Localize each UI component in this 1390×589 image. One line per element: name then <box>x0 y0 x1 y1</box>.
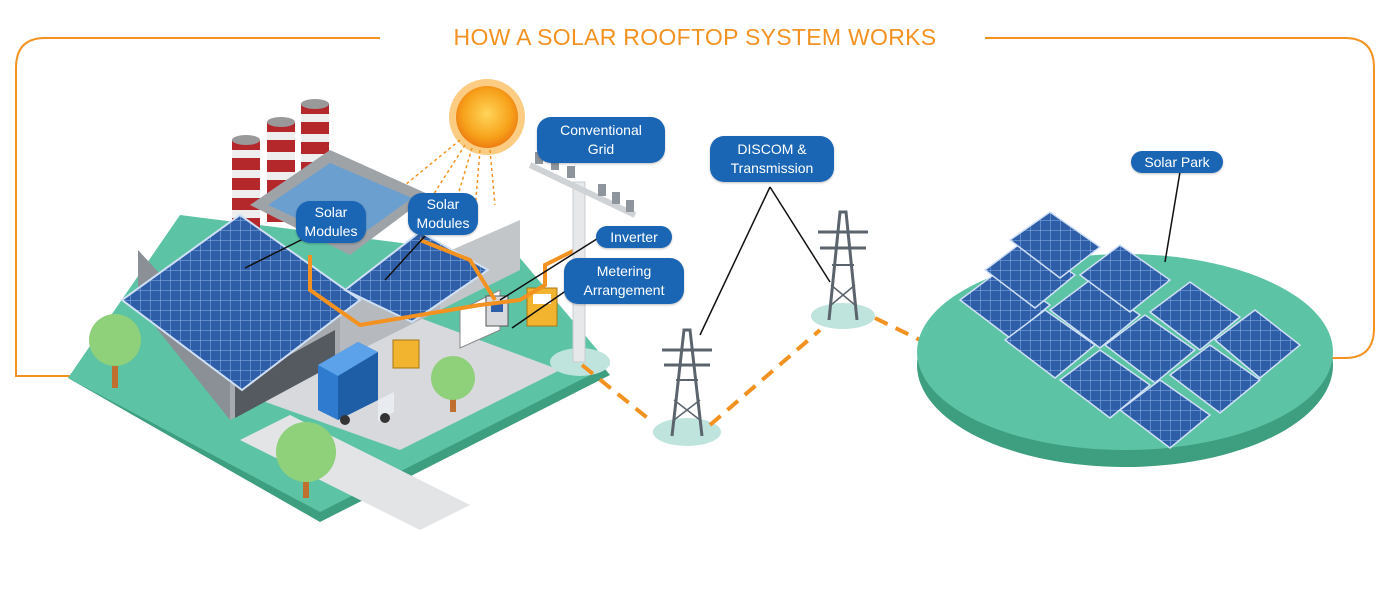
label-discom-transmission: DISCOM & Transmission <box>710 136 834 182</box>
yellow-cabinet <box>392 339 420 369</box>
orange-wiring <box>308 248 576 328</box>
tree-left <box>89 314 141 388</box>
sun-icon <box>449 79 525 155</box>
transmission-tower-1 <box>653 328 721 446</box>
label-solar-modules-left: Solar Modules <box>296 201 366 243</box>
solar-park-arrays <box>958 211 1302 449</box>
transmission-tower-2 <box>811 210 875 329</box>
label-solar-park: Solar Park <box>1131 151 1223 173</box>
truck <box>318 342 394 425</box>
rooftop-panels-left <box>120 213 362 392</box>
label-inverter: Inverter <box>596 226 672 248</box>
label-metering-arrangement: Metering Arrangement <box>564 258 684 304</box>
label-solar-modules-right: Solar Modules <box>408 193 478 235</box>
label-conventional-grid: Conventional Grid <box>537 117 665 163</box>
dashed-power-line <box>580 316 921 427</box>
page-title: HOW A SOLAR ROOFTOP SYSTEM WORKS <box>0 24 1390 51</box>
tree-middle <box>431 356 475 412</box>
orange-wiring-2 <box>419 238 497 302</box>
tree-front <box>276 422 336 498</box>
outer-frame-line <box>15 37 1375 377</box>
leader-lines <box>244 171 1181 336</box>
